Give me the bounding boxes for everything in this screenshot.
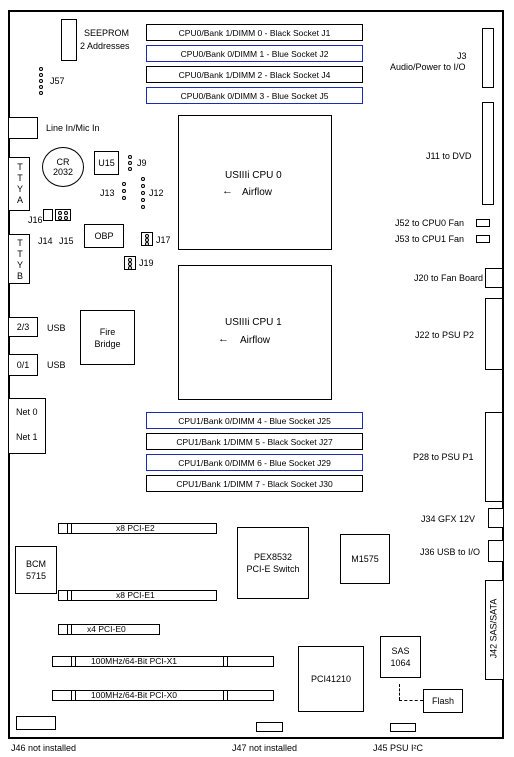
j17-header: [141, 232, 153, 246]
dimm-slot-cpu1-3: CPU1/Bank 1/DIMM 7 - Black Socket J30: [146, 475, 363, 492]
j11-connector: [482, 102, 494, 205]
p28-label: P28 to PSU P1: [413, 452, 474, 462]
j47-connector: [256, 722, 283, 732]
j14-header: [55, 209, 71, 221]
p28-connector: [485, 412, 503, 502]
j13-label: J13: [100, 188, 115, 198]
dimm-slot-cpu1-1: CPU1/Bank 1/DIMM 5 - Black Socket J27: [146, 433, 363, 450]
j3-label: J3: [457, 51, 467, 61]
sas-flash-link-h: [399, 700, 423, 701]
j12-label: J12: [149, 188, 164, 198]
net1-label: Net 1: [16, 432, 38, 442]
j52-label: J52 to CPU0 Fan: [395, 218, 465, 228]
dimm-slot-cpu0-3: CPU0/Bank 0/DIMM 3 - Blue Socket J5: [146, 87, 363, 104]
j19-header: [124, 256, 136, 270]
cpu0-airflow-arrow-icon: ←: [222, 185, 233, 197]
pci-x0-slot: 100MHz/64-Bit PCI-X0: [52, 690, 274, 701]
net-connector: [8, 398, 46, 454]
pci-e1-slot: x8 PCI-E1: [58, 590, 217, 601]
dimm-slot-cpu0-2: CPU0/Bank 1/DIMM 2 - Black Socket J4: [146, 66, 363, 83]
usb-01-connector: 0/1: [8, 354, 38, 376]
j34-connector: [488, 508, 504, 528]
j34-label: J34 GFX 12V: [421, 514, 476, 524]
obp-chip: OBP: [84, 224, 124, 248]
j20-connector: [485, 268, 503, 288]
j22-label: J22 to PSU P2: [415, 330, 475, 340]
line-in-connector: [8, 117, 38, 139]
j3-connector: [482, 28, 494, 88]
cpu0-socket: [178, 115, 332, 250]
j42-label: J42 SAS/SATA: [488, 598, 499, 659]
j11-label: J11 to DVD: [426, 151, 472, 161]
j22-connector: [485, 298, 503, 370]
j9-label: J9: [137, 158, 147, 168]
dimm-slot-cpu0-1: CPU0/Bank 0/DIMM 1 - Blue Socket J2: [146, 45, 363, 62]
dimm-slot-cpu1-2: CPU1/Bank 0/DIMM 6 - Blue Socket J29: [146, 454, 363, 471]
j45-connector: [390, 723, 416, 732]
u15-chip: U15: [94, 151, 119, 175]
j57-label: J57: [50, 76, 65, 86]
flash-chip: Flash: [423, 689, 463, 713]
usb-01-label: USB: [47, 360, 66, 370]
j46-label: J46 not installed: [11, 743, 77, 753]
j46-connector: [16, 716, 56, 730]
cpu1-airflow-arrow-icon: ←: [218, 333, 229, 345]
net0-label: Net 0: [16, 407, 38, 417]
cpu0-label: USIIIi CPU 0: [225, 170, 282, 181]
j53-connector: [476, 235, 490, 243]
dimm-slot-cpu1-0: CPU1/Bank 0/DIMM 4 - Blue Socket J25: [146, 412, 363, 429]
usb-23-label: USB: [47, 323, 66, 333]
j15-label: J15: [59, 236, 74, 246]
seeprom-sublabel: 2 Addresses: [80, 41, 130, 51]
ttyb-connector: [8, 234, 30, 284]
j52-connector: [476, 219, 490, 227]
j36-label: J36 USB to I/O: [420, 547, 481, 557]
pci-e2-slot: x8 PCI-E2: [58, 523, 217, 534]
j16-label: J16: [28, 215, 43, 225]
pci41210-chip: PCI41210: [298, 646, 364, 712]
cpu1-label: USIIIi CPU 1: [225, 317, 282, 328]
j45-label: J45 PSU I²C: [373, 743, 424, 753]
j47-label: J47 not installed: [232, 743, 298, 753]
sas-flash-link: [399, 684, 400, 700]
j17-label: J17: [156, 235, 171, 245]
pci-x1-slot: 100MHz/64-Bit PCI-X1: [52, 656, 274, 667]
j53-label: J53 to CPU1 Fan: [395, 234, 465, 244]
pci-e0-slot: x4 PCI-E0: [58, 624, 160, 635]
ttya-connector: [8, 157, 30, 211]
j19-label: J19: [139, 258, 154, 268]
dimm-slot-cpu0-0: CPU0/Bank 1/DIMM 0 - Black Socket J1: [146, 24, 363, 41]
j3-sublabel: Audio/Power to I/O: [390, 62, 466, 72]
cpu1-airflow-label: Airflow: [240, 335, 271, 346]
j14-label: J14: [38, 236, 53, 246]
j20-label: J20 to Fan Board: [414, 273, 484, 283]
cpu1-socket: [178, 265, 332, 400]
cpu0-airflow-label: Airflow: [242, 187, 273, 198]
seeprom-chip: [61, 19, 77, 61]
j36-connector: [488, 540, 504, 562]
line-in-label: Line In/Mic In: [46, 123, 100, 133]
j16-header: [43, 209, 53, 221]
j42-connector: [485, 580, 504, 680]
seeprom-label: SEEPROM: [84, 28, 130, 38]
usb-23-connector: 2/3: [8, 317, 38, 337]
m1575-chip: M1575: [340, 534, 390, 584]
